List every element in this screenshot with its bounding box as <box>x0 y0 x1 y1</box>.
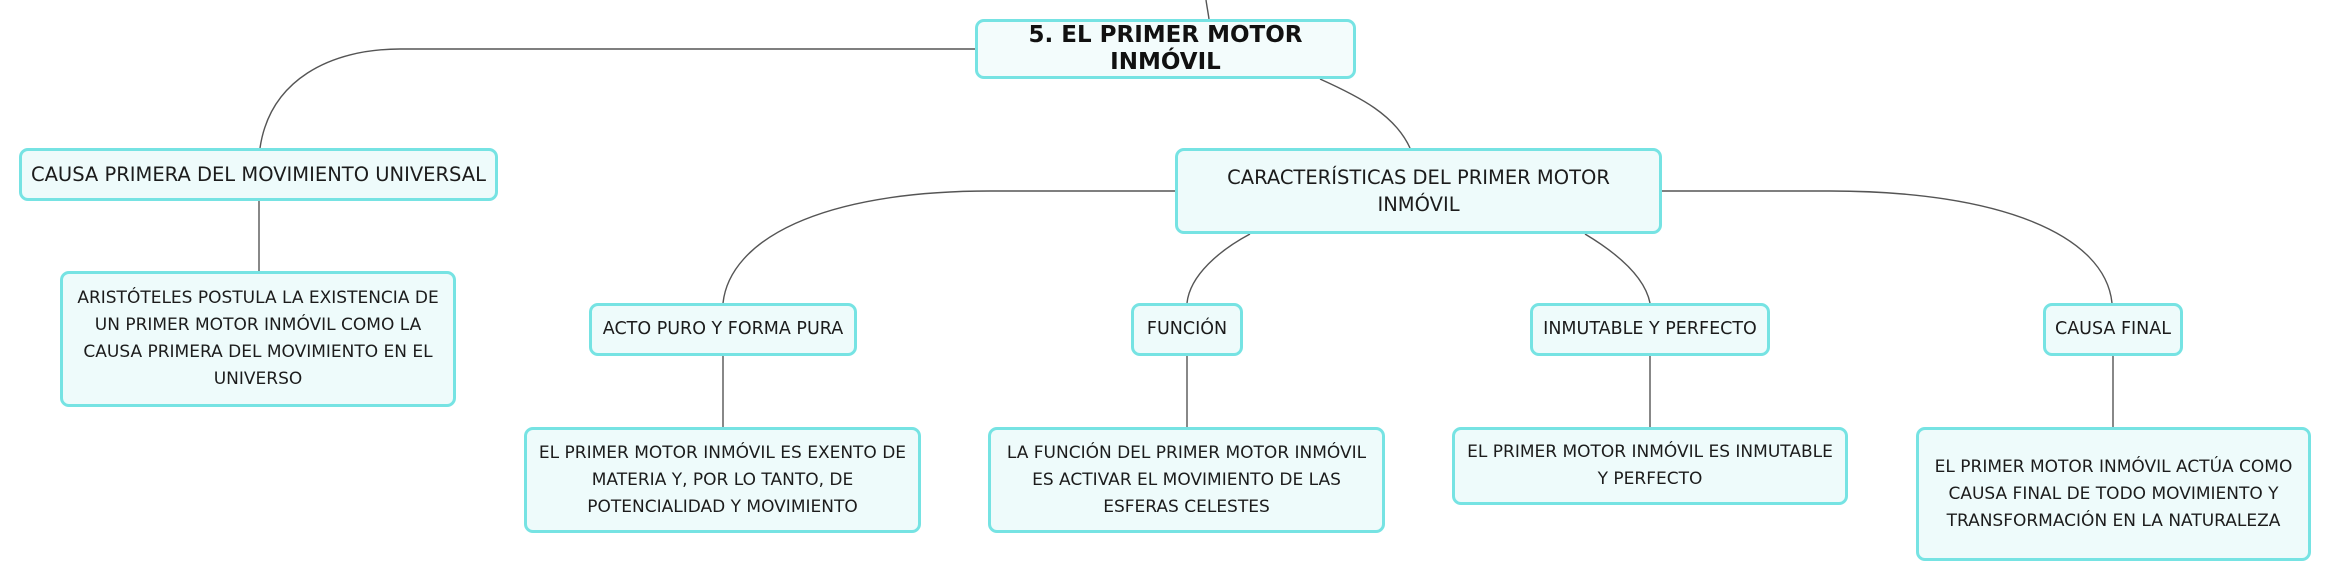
node-caracteristicas-label: CARACTERÍSTICAS DEL PRIMER MOTOR INMÓVIL <box>1227 166 1610 216</box>
root-node-label: 5. EL PRIMER MOTOR INMÓVIL <box>1028 22 1303 75</box>
connector-caracteristicas-acto-puro <box>722 190 1175 304</box>
node-caracteristicas[interactable]: CARACTERÍSTICAS DEL PRIMER MOTOR INMÓVIL <box>1175 148 1662 234</box>
connector-root-causa-primera <box>259 48 975 149</box>
node-funcion-label: FUNCIÓN <box>1146 319 1228 339</box>
node-funcion[interactable]: FUNCIÓN <box>1131 303 1243 356</box>
node-causa-primera-detail[interactable]: ARISTÓTELES POSTULA LA EXISTENCIA DE UN … <box>60 271 456 407</box>
connector-caracteristicas-causa-final <box>1662 190 2113 304</box>
node-acto-puro[interactable]: ACTO PURO Y FORMA PURA <box>589 303 857 356</box>
node-causa-final-detail-text: EL PRIMER MOTOR INMÓVIL ACTÚA COMO CAUSA… <box>1934 456 2293 531</box>
node-causa-primera-detail-text: ARISTÓTELES POSTULA LA EXISTENCIA DE UN … <box>77 288 439 389</box>
node-inmutable-detail-text: EL PRIMER MOTOR INMÓVIL ES INMUTABLE Y P… <box>1467 442 1833 489</box>
node-causa-primera-label: CAUSA PRIMERA DEL MOVIMIENTO UNIVERSAL <box>30 163 487 186</box>
connector-root-caracteristicas <box>1319 78 1411 149</box>
connector-caracteristicas-funcion <box>1186 233 1251 304</box>
node-inmutable-label: INMUTABLE Y PERFECTO <box>1543 319 1757 339</box>
connector-caracteristicas-inmutable <box>1584 233 1651 304</box>
node-acto-puro-detail[interactable]: EL PRIMER MOTOR INMÓVIL ES EXENTO DE MAT… <box>524 427 921 533</box>
node-causa-final-detail[interactable]: EL PRIMER MOTOR INMÓVIL ACTÚA COMO CAUSA… <box>1916 427 2311 561</box>
node-inmutable[interactable]: INMUTABLE Y PERFECTO <box>1530 303 1770 356</box>
node-causa-final-label: CAUSA FINAL <box>2054 319 2171 339</box>
root-node[interactable]: 5. EL PRIMER MOTOR INMÓVIL <box>975 19 1356 79</box>
node-funcion-detail[interactable]: LA FUNCIÓN DEL PRIMER MOTOR INMÓVIL ES A… <box>988 427 1385 533</box>
connector-incoming-root <box>1205 0 1210 20</box>
node-inmutable-detail[interactable]: EL PRIMER MOTOR INMÓVIL ES INMUTABLE Y P… <box>1452 427 1848 505</box>
node-acto-puro-label: ACTO PURO Y FORMA PURA <box>602 319 844 339</box>
node-funcion-detail-text: LA FUNCIÓN DEL PRIMER MOTOR INMÓVIL ES A… <box>1006 442 1367 517</box>
node-causa-primera[interactable]: CAUSA PRIMERA DEL MOVIMIENTO UNIVERSAL <box>19 148 498 201</box>
node-acto-puro-detail-text: EL PRIMER MOTOR INMÓVIL ES EXENTO DE MAT… <box>538 442 907 517</box>
node-causa-final[interactable]: CAUSA FINAL <box>2043 303 2183 356</box>
